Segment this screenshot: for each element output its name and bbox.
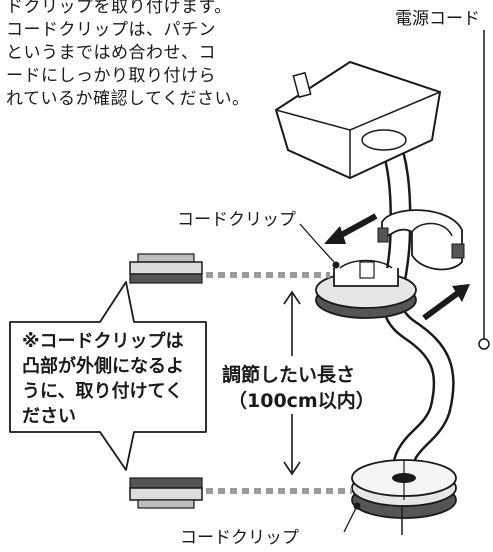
note-line-4: ださい: [22, 406, 76, 427]
instruction-line-3: というまではめ合わせ、コ: [6, 43, 216, 63]
arrow-right-up: [422, 284, 470, 321]
side-view-clip-bottom: [129, 477, 203, 509]
upper-clip-open: [377, 209, 465, 271]
range-arrow: [283, 290, 301, 476]
instruction-line-2: コードクリップは、パチン: [6, 20, 216, 40]
instruction-line-5: れているか確認してください。: [6, 89, 250, 109]
upper-clip-leader-line: [299, 223, 335, 263]
lower-cord-clip-label: コードクリップ: [180, 528, 299, 548]
lower-clip-leader-line: [343, 507, 357, 533]
instruction-line-4: ードにしっかり取り付けら: [6, 66, 216, 86]
power-cord-label: 電源コード: [395, 9, 480, 29]
power-cord-inner: [377, 121, 453, 509]
note-line-1: ※コードクリップは: [22, 331, 184, 352]
instruction-line-1: ドクリップを取り付けます。: [6, 0, 232, 17]
upper-cord-clip-label: コードクリップ: [177, 210, 296, 230]
adjust-length-limit: （100cm以内）: [228, 390, 375, 412]
arrow-left-down: [324, 213, 378, 244]
note-line-2: 凸部が外側になるよ: [22, 356, 184, 377]
side-view-clip-top: [129, 253, 203, 284]
upper-clip-attached: [315, 259, 417, 319]
device-body: [274, 60, 442, 180]
lower-clip-leader-dot: [353, 502, 361, 510]
upper-clip-leader-dot: [332, 261, 340, 269]
adjust-length-label: 調節したい長さ: [222, 364, 356, 386]
note-callout-box: [9, 281, 207, 471]
note-line-3: うに、取り付けてく: [22, 381, 183, 402]
lower-clip-attached: [351, 459, 457, 519]
power-cord-leader-dot: [478, 338, 490, 350]
